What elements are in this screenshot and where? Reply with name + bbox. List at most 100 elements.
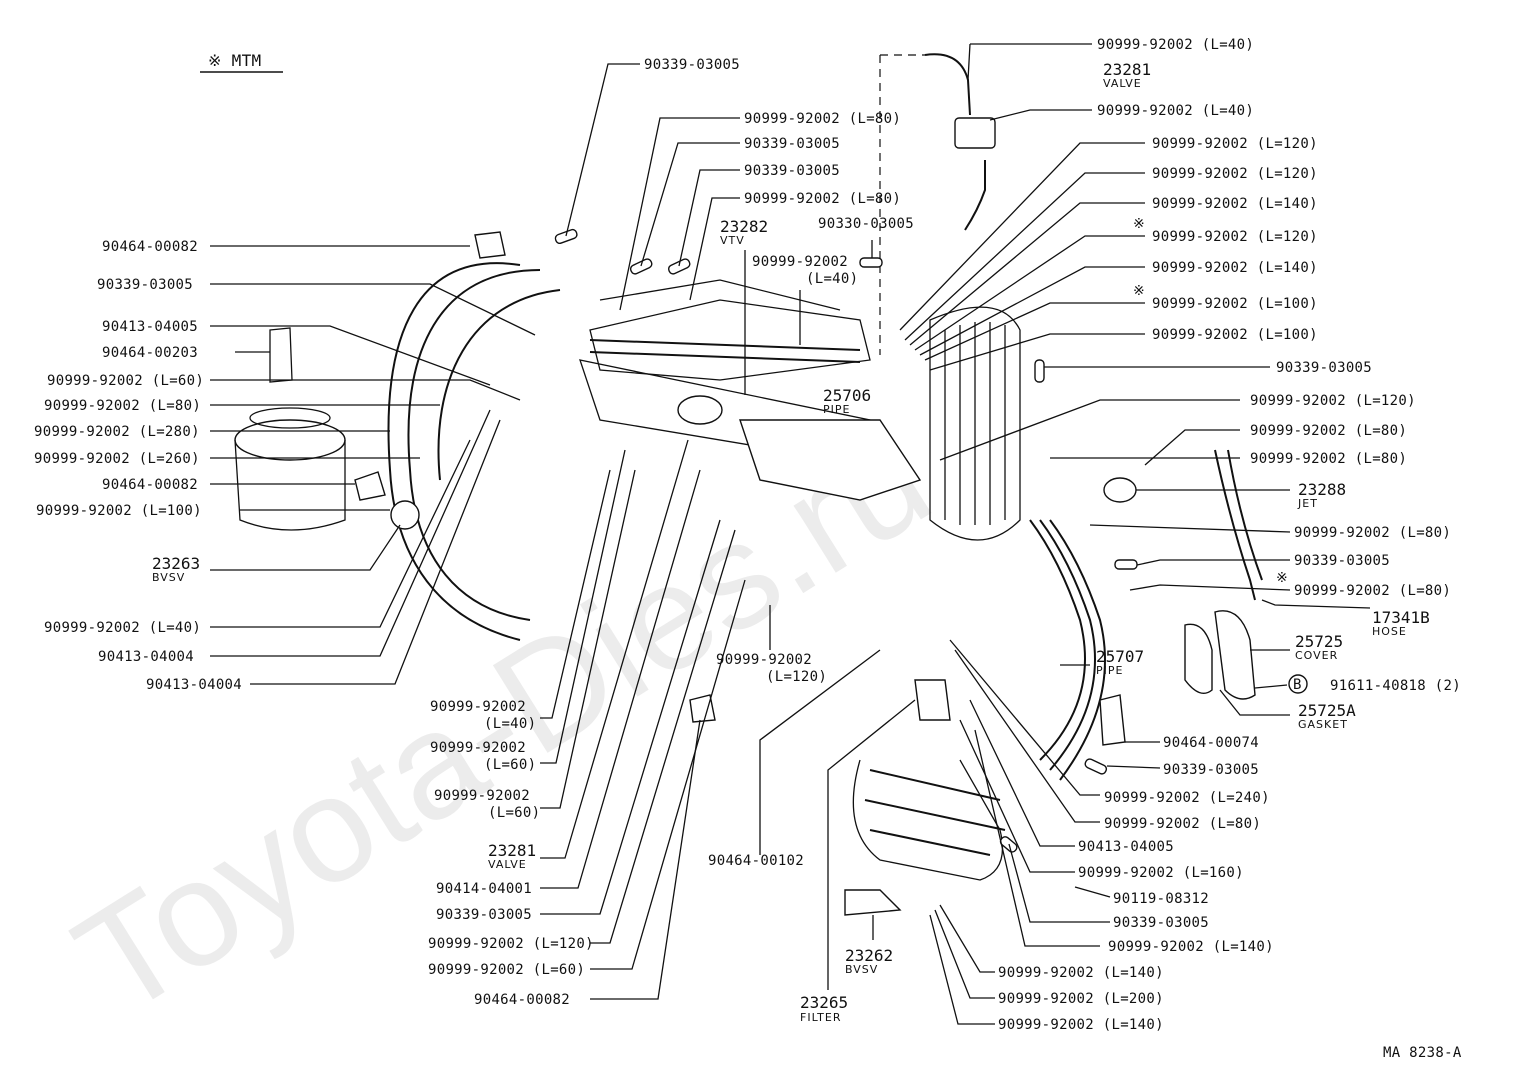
label-hose-l60-c: 90999-92002 xyxy=(434,788,530,804)
label-hose-l120-b-len: (L=120) xyxy=(766,669,827,685)
label-hose-l80-a: 90999-92002 (L=80) xyxy=(744,111,901,127)
label-hose-l160: 90999-92002 (L=160) xyxy=(1078,865,1244,881)
label-hose-l120-r3: 90999-92002 (L=120) xyxy=(1152,229,1318,245)
label-91611-40818: 91611-40818 (2) xyxy=(1330,678,1461,694)
label-hose-l280: 90999-92002 (L=280) xyxy=(34,424,200,440)
label-hose-l140-r5: 90999-92002 (L=140) xyxy=(998,1017,1164,1033)
label-23262-sub: BVSV xyxy=(845,963,878,976)
label-17341b-sub: HOSE xyxy=(1372,625,1407,638)
label-17341b: 17341B xyxy=(1372,608,1430,627)
label-hose-l100-r2: 90999-92002 (L=100) xyxy=(1152,327,1318,343)
label-25706-sub: PIPE xyxy=(823,403,850,416)
label-23263: 23263 xyxy=(152,554,200,573)
label-90464-00082-a: 90464-00082 xyxy=(102,239,198,255)
label-23288-sub: JET xyxy=(1297,497,1318,510)
label-90339-03005-a: 90339-03005 xyxy=(644,57,740,73)
label-90339-03005-d: 90339-03005 xyxy=(97,277,193,293)
label-hose-l120-r1: 90999-92002 (L=120) xyxy=(1152,136,1318,152)
label-23282-sub: VTV xyxy=(720,234,745,247)
label-hose-l40-b: 90999-92002 xyxy=(430,699,526,715)
label-25725-sub: COVER xyxy=(1295,649,1338,662)
engine-illustration xyxy=(234,53,1263,916)
label-hose-l60-a: 90999-92002 (L=60) xyxy=(47,373,204,389)
label-23282: 23282 xyxy=(720,217,768,236)
label-hose-l40-center: 90999-92002 xyxy=(752,254,848,270)
label-23281-right-sub: VALVE xyxy=(1103,77,1142,90)
label-25725a: 25725A xyxy=(1298,701,1356,720)
label-hose-l80-r2: 90999-92002 (L=80) xyxy=(1250,451,1407,467)
label-hose-l60-b-len: (L=60) xyxy=(484,757,536,773)
label-hose-l60-c-len: (L=60) xyxy=(488,805,540,821)
label-90464-00102: 90464-00102 xyxy=(708,853,804,869)
label-90414-04001: 90414-04001 xyxy=(436,881,532,897)
label-90339-03005-r1: 90339-03005 xyxy=(1276,360,1372,376)
label-23265: 23265 xyxy=(800,993,848,1012)
label-90464-00074: 90464-00074 xyxy=(1163,735,1259,751)
mtm-note: ※ MTM xyxy=(208,51,261,70)
label-23281-right: 23281 xyxy=(1103,60,1151,79)
mark-r18: ※ xyxy=(1276,570,1288,586)
label-hose-l60-d: 90999-92002 (L=60) xyxy=(428,962,585,978)
drawing-code: MA 8238-A xyxy=(1383,1045,1462,1061)
label-hose-l120-r2: 90999-92002 (L=120) xyxy=(1152,166,1318,182)
callout-b-letter: B xyxy=(1293,677,1302,693)
label-hose-l200: 90999-92002 (L=200) xyxy=(998,991,1164,1007)
label-hose-l40-a: 90999-92002 (L=40) xyxy=(44,620,201,636)
leader-lines xyxy=(210,43,1371,1025)
label-90413-04004-b: 90413-04004 xyxy=(146,677,242,693)
label-hose-l60-b: 90999-92002 xyxy=(430,740,526,756)
right-labels: 90999-92002 (L=40) 23281 VALVE 90999-920… xyxy=(998,37,1461,1033)
label-25725a-sub: GASKET xyxy=(1298,718,1348,731)
label-hose-l140-r4: 90999-92002 (L=140) xyxy=(998,965,1164,981)
label-hose-l80-r5: 90999-92002 (L=80) xyxy=(1104,816,1261,832)
label-90339-03005-r3: 90339-03005 xyxy=(1163,762,1259,778)
label-90464-00082-c: 90464-00082 xyxy=(474,992,570,1008)
label-90464-00082-b: 90464-00082 xyxy=(102,477,198,493)
label-hose-l80-r1: 90999-92002 (L=80) xyxy=(1250,423,1407,439)
label-90339-03005-c: 90339-03005 xyxy=(744,163,840,179)
label-90339-03005-r2: 90339-03005 xyxy=(1294,553,1390,569)
label-hose-l120-a: 90999-92002 (L=120) xyxy=(428,936,594,952)
label-90413-04004-a: 90413-04004 xyxy=(98,649,194,665)
label-hose-l100-r1: 90999-92002 (L=100) xyxy=(1152,296,1318,312)
label-23265-sub: FILTER xyxy=(800,1011,842,1024)
label-90119-08312: 90119-08312 xyxy=(1113,891,1209,907)
label-25707: 25707 xyxy=(1096,647,1144,666)
mark-r07: ※ xyxy=(1133,216,1145,232)
label-90413-04005-r: 90413-04005 xyxy=(1078,839,1174,855)
label-90464-00203: 90464-00203 xyxy=(102,345,198,361)
label-23263-sub: BVSV xyxy=(152,571,185,584)
label-hose-l40-b-len: (L=40) xyxy=(484,716,536,732)
label-hose-l80-b: 90999-92002 (L=80) xyxy=(744,191,901,207)
label-hose-l140-r3: 90999-92002 (L=140) xyxy=(1108,939,1274,955)
label-hose-l140-r2: 90999-92002 (L=140) xyxy=(1152,260,1318,276)
label-23281-left: 23281 xyxy=(488,841,536,860)
label-23288: 23288 xyxy=(1298,480,1346,499)
left-labels: 90339-03005 90999-92002 (L=80) 90339-030… xyxy=(34,57,914,1024)
label-90330-03005: 90330-03005 xyxy=(818,216,914,232)
mark-r09: ※ xyxy=(1133,283,1145,299)
callout-b-marker xyxy=(1288,674,1308,694)
label-23262: 23262 xyxy=(845,946,893,965)
label-90339-03005-r4: 90339-03005 xyxy=(1113,915,1209,931)
label-hose-l120-b: 90999-92002 xyxy=(716,652,812,668)
label-hose-l80-r3: 90999-92002 (L=80) xyxy=(1294,525,1451,541)
label-hose-l40-r2: 90999-92002 (L=40) xyxy=(1097,103,1254,119)
label-hose-l140-r1: 90999-92002 (L=140) xyxy=(1152,196,1318,212)
label-90339-03005-b: 90339-03005 xyxy=(744,136,840,152)
label-hose-l100-a: 90999-92002 (L=100) xyxy=(36,503,202,519)
label-hose-l40-r1: 90999-92002 (L=40) xyxy=(1097,37,1254,53)
label-25706: 25706 xyxy=(823,386,871,405)
label-hose-l120-r4: 90999-92002 (L=120) xyxy=(1250,393,1416,409)
label-hose-l240: 90999-92002 (L=240) xyxy=(1104,790,1270,806)
label-25707-sub: PIPE xyxy=(1096,664,1123,677)
label-hose-l260: 90999-92002 (L=260) xyxy=(34,451,200,467)
label-hose-l80-c: 90999-92002 (L=80) xyxy=(44,398,201,414)
label-hose-l40-center-len: (L=40) xyxy=(806,271,858,287)
label-hose-l80-r4: 90999-92002 (L=80) xyxy=(1294,583,1451,599)
label-90339-03005-e: 90339-03005 xyxy=(436,907,532,923)
label-90413-04005-a: 90413-04005 xyxy=(102,319,198,335)
label-25725: 25725 xyxy=(1295,632,1343,651)
